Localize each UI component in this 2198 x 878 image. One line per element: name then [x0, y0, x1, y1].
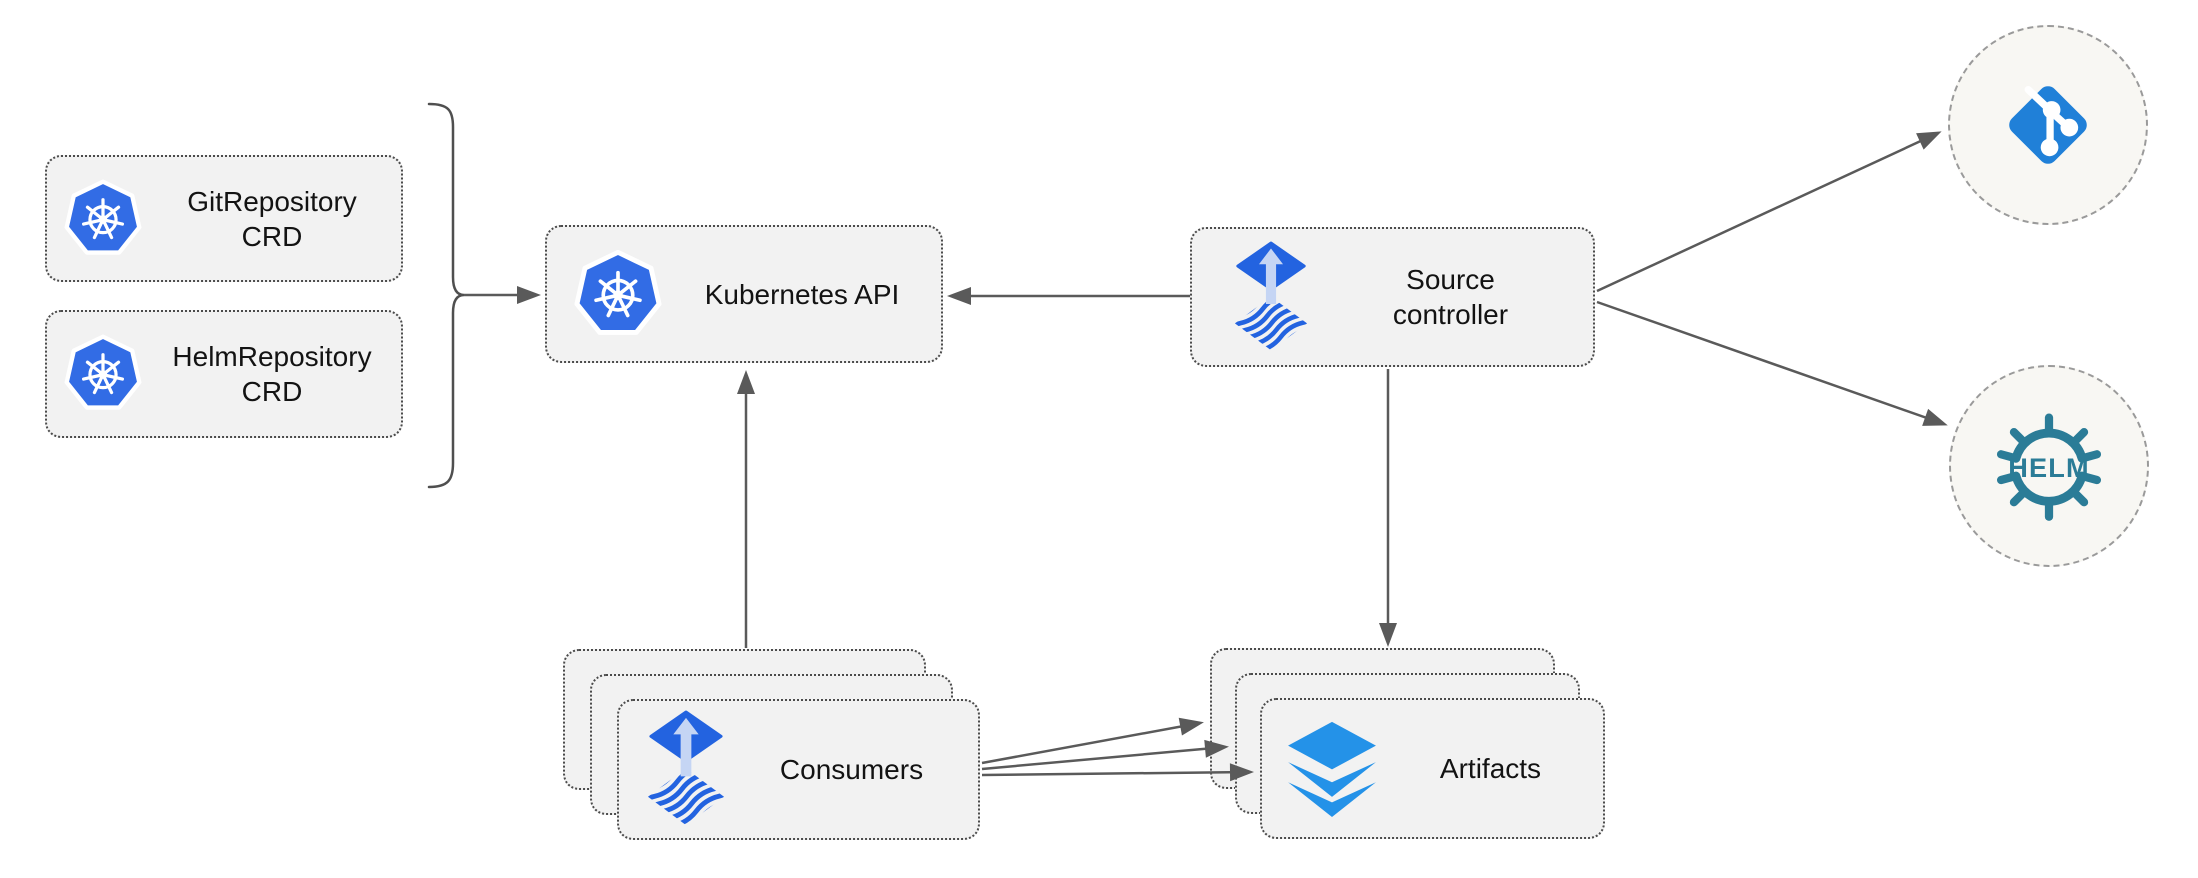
node-source-controller-label: Source controller [1308, 262, 1593, 332]
kubernetes-wheel-icon [63, 178, 143, 260]
node-kubernetes-api-label: Kubernetes API [704, 278, 900, 310]
node-source-controller: Source controller [1190, 227, 1595, 367]
kubernetes-wheel-icon [63, 333, 143, 415]
node-artifacts: Artifacts [1260, 698, 1605, 839]
node-label-line: CRD [241, 376, 303, 407]
node-artifacts-label: Artifacts [1439, 753, 1542, 784]
arrow-source-controller-to-git-remote [1596, 131, 1942, 293]
node-consumers-label: Consumers [779, 754, 924, 785]
node-label-line: CRD [241, 220, 303, 252]
node-helmrepository-crd-label: HelmRepository CRD [143, 339, 401, 409]
node-consumers: Consumers [617, 699, 980, 840]
layers-icon [1286, 720, 1378, 817]
arrow-consumers-to-artifacts-2 [981, 739, 1229, 771]
arrow-consumers-to-artifacts-1 [981, 717, 1204, 765]
flux-source-icon [1234, 241, 1308, 354]
node-helmrepository-crd: HelmRepository CRD [45, 310, 403, 438]
arrow-source-controller-to-helm-remote [1596, 300, 1948, 426]
helm-wheel-icon [1990, 407, 2108, 525]
node-label-line: Source [1406, 264, 1495, 295]
git-branch-icon [1996, 73, 2100, 177]
node-git-remote [1948, 25, 2148, 225]
node-gitrepository-crd-label: GitRepository CRD [143, 184, 401, 254]
node-label-line: controller [1392, 299, 1509, 330]
node-kubernetes-api: Kubernetes API [545, 225, 943, 363]
flux-source-icon [647, 710, 725, 829]
node-label-line: GitRepository [187, 185, 357, 217]
node-label-line: HelmRepository [172, 341, 372, 372]
crd-group-brace [427, 102, 465, 489]
node-gitrepository-crd: GitRepository CRD [45, 155, 403, 282]
node-helm-remote [1949, 365, 2149, 567]
kubernetes-wheel-icon [573, 248, 663, 341]
